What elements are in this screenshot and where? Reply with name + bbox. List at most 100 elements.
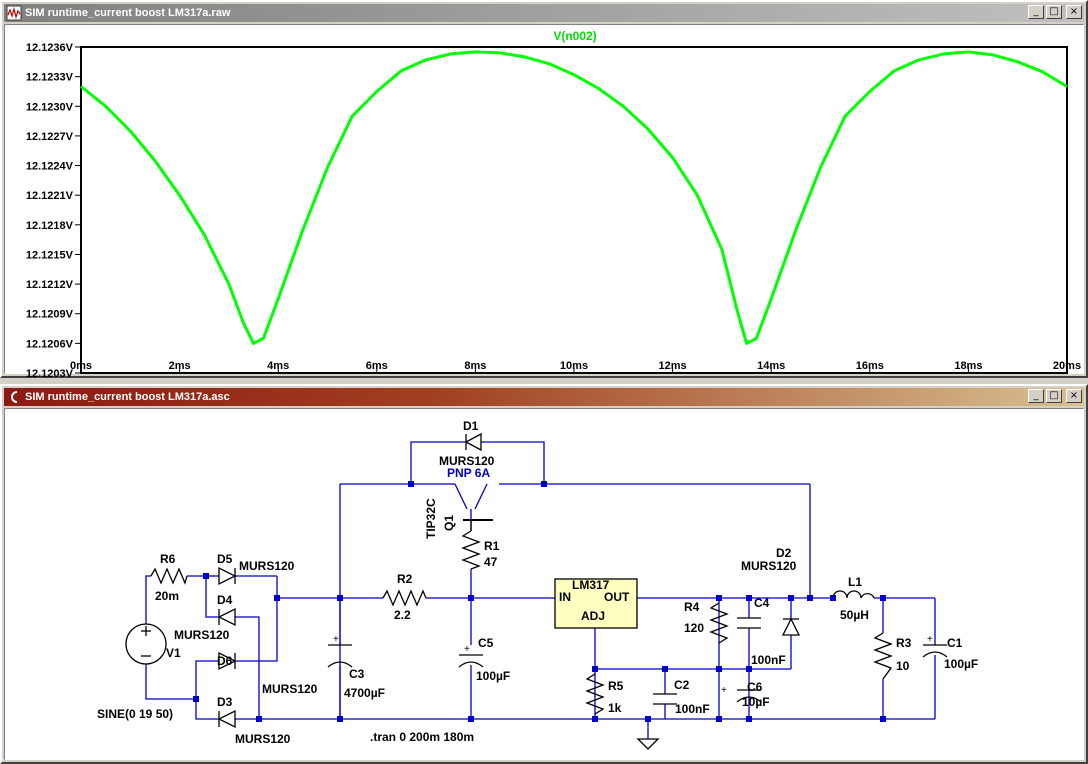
c6-value: 10µF	[742, 695, 770, 709]
waveform-app-icon	[6, 5, 22, 21]
close-button[interactable]: ×	[1066, 5, 1082, 19]
y-tick-label: 12.1230V	[26, 101, 74, 113]
d3-model: MURS120	[235, 732, 291, 746]
d5-model: MURS120	[239, 559, 295, 573]
r1-resistor[interactable]	[461, 530, 481, 570]
y-tick-label: 12.1212V	[26, 279, 74, 291]
c3-capacitor[interactable]: +	[327, 634, 353, 668]
y-tick-label: 12.1221V	[26, 190, 74, 202]
r3-resistor[interactable]	[873, 632, 893, 680]
d3-diode[interactable]	[217, 709, 236, 729]
c1-capacitor[interactable]: +	[922, 634, 948, 658]
lm317-regulator[interactable]	[554, 578, 638, 629]
x-tick-label: 20ms	[1052, 360, 1082, 372]
x-tick-label: 4ms	[267, 360, 290, 372]
trace-vn002[interactable]	[80, 50, 1068, 345]
r1-value: 47	[484, 555, 498, 569]
r6-resistor[interactable]	[150, 567, 188, 585]
r2-label: R2	[397, 572, 413, 586]
minimize-button[interactable]: _	[1028, 5, 1044, 19]
y-tick-label: 12.1203V	[26, 368, 74, 380]
svg-text:+: +	[333, 634, 339, 645]
v1-value: SINE(0 19 50)	[97, 707, 173, 721]
q1-transistor[interactable]	[463, 519, 493, 531]
trace-label[interactable]: V(n002)	[553, 29, 596, 43]
maximize-button[interactable]: □	[1046, 389, 1062, 403]
v1-label: V1	[166, 646, 181, 660]
d5-diode[interactable]	[218, 566, 237, 586]
plot-frame	[80, 46, 1068, 374]
x-tick-label: 12ms	[658, 360, 687, 372]
c1-label: C1	[947, 636, 963, 650]
ground-symbol[interactable]	[636, 738, 660, 750]
c6-label: C6	[747, 680, 763, 694]
d3-label: D3	[217, 695, 233, 709]
q1-model: TIP32C	[424, 498, 438, 539]
lm317-in-pin: IN	[559, 590, 571, 604]
q1-label: Q1	[442, 515, 456, 531]
r1-label: R1	[484, 539, 500, 553]
d6-diode[interactable]	[218, 651, 237, 671]
lm317-adj-pin: ADJ	[581, 609, 605, 623]
r6-label: R6	[160, 552, 176, 566]
x-axis-ticks	[80, 367, 1068, 373]
x-tick-label: 0ms	[69, 360, 93, 372]
x-tick-label: 14ms	[757, 360, 786, 372]
c2-value: 100nF	[675, 702, 710, 716]
schematic-titlebar[interactable]: SIM runtime_current boost LM317a.asc _ □…	[4, 388, 1084, 406]
y-tick-label: 12.1218V	[26, 220, 74, 232]
schematic-window: SIM runtime_current boost LM317a.asc _ □…	[0, 384, 1088, 764]
component-labels: D1 MURS120 PNP 6A TIP32C Q1 R1 47 R6 20m…	[97, 419, 978, 746]
d1-diode[interactable]	[464, 432, 482, 452]
schematic-svg[interactable]: + +	[5, 409, 1083, 759]
d4-model: MURS120	[174, 628, 230, 642]
tran-directive[interactable]: .tran 0 200m 180m	[370, 730, 474, 744]
x-tick-label: 10ms	[559, 360, 589, 372]
c5-label: C5	[478, 636, 494, 650]
c5-capacitor[interactable]: +	[458, 644, 484, 668]
waveform-titlebar[interactable]: SIM runtime_current boost LM317a.raw _ □…	[4, 4, 1084, 22]
y-tick-label: 12.1215V	[26, 249, 74, 261]
r5-label: R5	[608, 679, 624, 693]
c2-capacitor[interactable]	[653, 693, 677, 705]
r6-value: 20m	[155, 589, 179, 603]
d5-label: D5	[217, 552, 233, 566]
c6-capacitor[interactable]: +	[721, 685, 762, 703]
c5-value: 100µF	[476, 669, 510, 683]
y-tick-label: 12.1209V	[26, 309, 74, 321]
x-tick-label: 18ms	[954, 360, 983, 372]
schematic-window-title: SIM runtime_current boost LM317a.asc	[25, 391, 230, 403]
r5-value: 1k	[608, 701, 622, 715]
r4-value: 120	[684, 621, 704, 635]
c1-value: 100µF	[944, 657, 978, 671]
d6-model: MURS120	[262, 682, 318, 696]
schematic-canvas[interactable]: + +	[4, 408, 1084, 760]
r5-resistor[interactable]	[585, 673, 605, 715]
d2-diode[interactable]	[781, 617, 801, 636]
r4-resistor[interactable]	[709, 602, 729, 644]
c3-value: 4700µF	[344, 686, 385, 700]
r2-resistor[interactable]	[382, 589, 427, 607]
waveform-window-title: SIM runtime_current boost LM317a.raw	[25, 7, 231, 19]
l1-inductor[interactable]	[832, 590, 875, 599]
r3-label: R3	[896, 636, 912, 650]
x-tick-label: 16ms	[855, 360, 884, 372]
v1-source[interactable]	[125, 623, 167, 665]
q1-type: PNP 6A	[447, 466, 490, 480]
d1-model: MURS120	[439, 454, 495, 468]
svg-text:+: +	[927, 634, 933, 645]
d4-diode[interactable]	[217, 607, 236, 627]
close-button[interactable]: ×	[1066, 389, 1082, 403]
svg-text:+: +	[721, 685, 727, 696]
lm317-label: LM317	[572, 578, 610, 592]
c4-capacitor[interactable]	[737, 617, 761, 629]
y-axis-ticks: 12.1236V12.1233V12.1230V12.1227V12.1224V…	[26, 42, 81, 380]
maximize-button[interactable]: □	[1046, 5, 1062, 19]
svg-text:+: +	[464, 644, 470, 655]
waveform-plot[interactable]: V(n002) 12.1236V12.1233V12.1230V12.1227V…	[5, 25, 1083, 380]
r4-label: R4	[684, 600, 700, 614]
c4-label: C4	[754, 596, 770, 610]
minimize-button[interactable]: _	[1028, 389, 1044, 403]
c4-value: 100nF	[751, 653, 786, 667]
